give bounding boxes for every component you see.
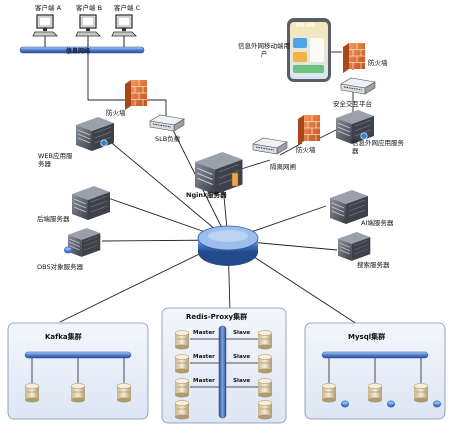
client-a-label: 客户端 A xyxy=(35,4,62,12)
firewall-middle-label: 防火墙 xyxy=(296,146,316,154)
obs-disk-icon xyxy=(64,246,72,254)
obs-server-label: OBS对象服务器 xyxy=(37,263,84,271)
firewall-top-right-icon xyxy=(342,42,366,74)
mysql-cluster-title: Mysql集群 xyxy=(348,333,386,341)
mysql-disk-3-icon xyxy=(433,400,441,408)
redis-slave-1-db-icon xyxy=(257,330,273,350)
client-network xyxy=(19,14,145,54)
core-hub-icon xyxy=(197,225,259,266)
nginx-server-label: Nginx服务器 xyxy=(186,191,227,199)
redis-cluster-title: Redis-Proxy集群 xyxy=(186,313,248,321)
exchange-platform-label: 安全交互平台 xyxy=(333,100,372,108)
client-b-pc-icon xyxy=(75,14,101,37)
redis-slave-1-label: Slave xyxy=(233,330,251,336)
kafka-node-2-db-icon xyxy=(70,383,86,403)
redis-master-2-db-icon xyxy=(174,354,190,374)
client-b-label: 客户端 B xyxy=(76,4,103,12)
redis-master-3-label: Master xyxy=(193,378,215,384)
redis-master-4-db-icon xyxy=(174,400,190,420)
search-server-icon xyxy=(337,231,371,262)
redis-slave-3-label: Slave xyxy=(233,378,251,384)
mysql-bus xyxy=(321,351,429,359)
external-app-server-label: 信息外网应用服务器 xyxy=(352,139,404,155)
search-server-label: 搜索服务器 xyxy=(357,261,390,269)
redis-slave-4-db-icon xyxy=(257,400,273,420)
kafka-node-3-db-icon xyxy=(116,383,132,403)
redis-slave-3-db-icon xyxy=(257,378,273,398)
redis-slave-2-db-icon xyxy=(257,354,273,374)
backend-server-label: 后端服务器 xyxy=(37,215,70,223)
obs-server-icon xyxy=(67,227,101,258)
firewall-left-label: 防火墙 xyxy=(106,109,126,117)
mysql-node-3-db-icon xyxy=(413,383,429,403)
mysql-disk-2-icon xyxy=(387,400,395,408)
web-server-label: WEB应用服务器 xyxy=(38,152,73,168)
network-bus-label: 信息网络 xyxy=(66,48,91,55)
client-network-bus xyxy=(19,46,145,54)
redis-master-3-db-icon xyxy=(174,378,190,398)
isolation-gateway-switch-icon xyxy=(252,137,288,155)
isolation-gateway-label: 隔离网闸 xyxy=(270,163,296,171)
client-c-pc-icon xyxy=(111,14,137,37)
phone-screen-time: 09:40 xyxy=(296,22,316,29)
web-server-icon xyxy=(75,116,115,152)
redis-slave-2-label: Slave xyxy=(233,354,251,360)
redis-master-1-label: Master xyxy=(193,330,215,336)
firewall-left-icon xyxy=(124,79,148,111)
firewall-top-right-label: 防火墙 xyxy=(368,59,388,67)
redis-master-1-db-icon xyxy=(174,330,190,350)
redis-bus xyxy=(218,325,227,419)
kafka-bus xyxy=(24,351,132,359)
kafka-node-1-db-icon xyxy=(24,383,40,403)
exchange-platform-switch-icon xyxy=(340,77,376,95)
ai-server-label: AI端服务器 xyxy=(361,219,394,227)
mobile-user-label: 信息外网移动端用户 xyxy=(238,42,290,58)
client-a-pc-icon xyxy=(32,14,58,37)
client-c-label: 客户端 C xyxy=(114,4,141,12)
redis-master-2-label: Master xyxy=(193,354,215,360)
backend-server-icon xyxy=(71,185,111,221)
kafka-cluster-title: Kafka集群 xyxy=(45,333,82,341)
mysql-node-2-db-icon xyxy=(367,383,383,403)
firewall-middle-icon xyxy=(297,114,321,146)
mysql-node-1-db-icon xyxy=(321,383,337,403)
mysql-disk-1-icon xyxy=(341,400,349,408)
slb-switch-icon xyxy=(149,114,185,132)
mobile-phone-icon xyxy=(287,18,331,82)
slb-label: SLB负载 xyxy=(155,135,181,143)
